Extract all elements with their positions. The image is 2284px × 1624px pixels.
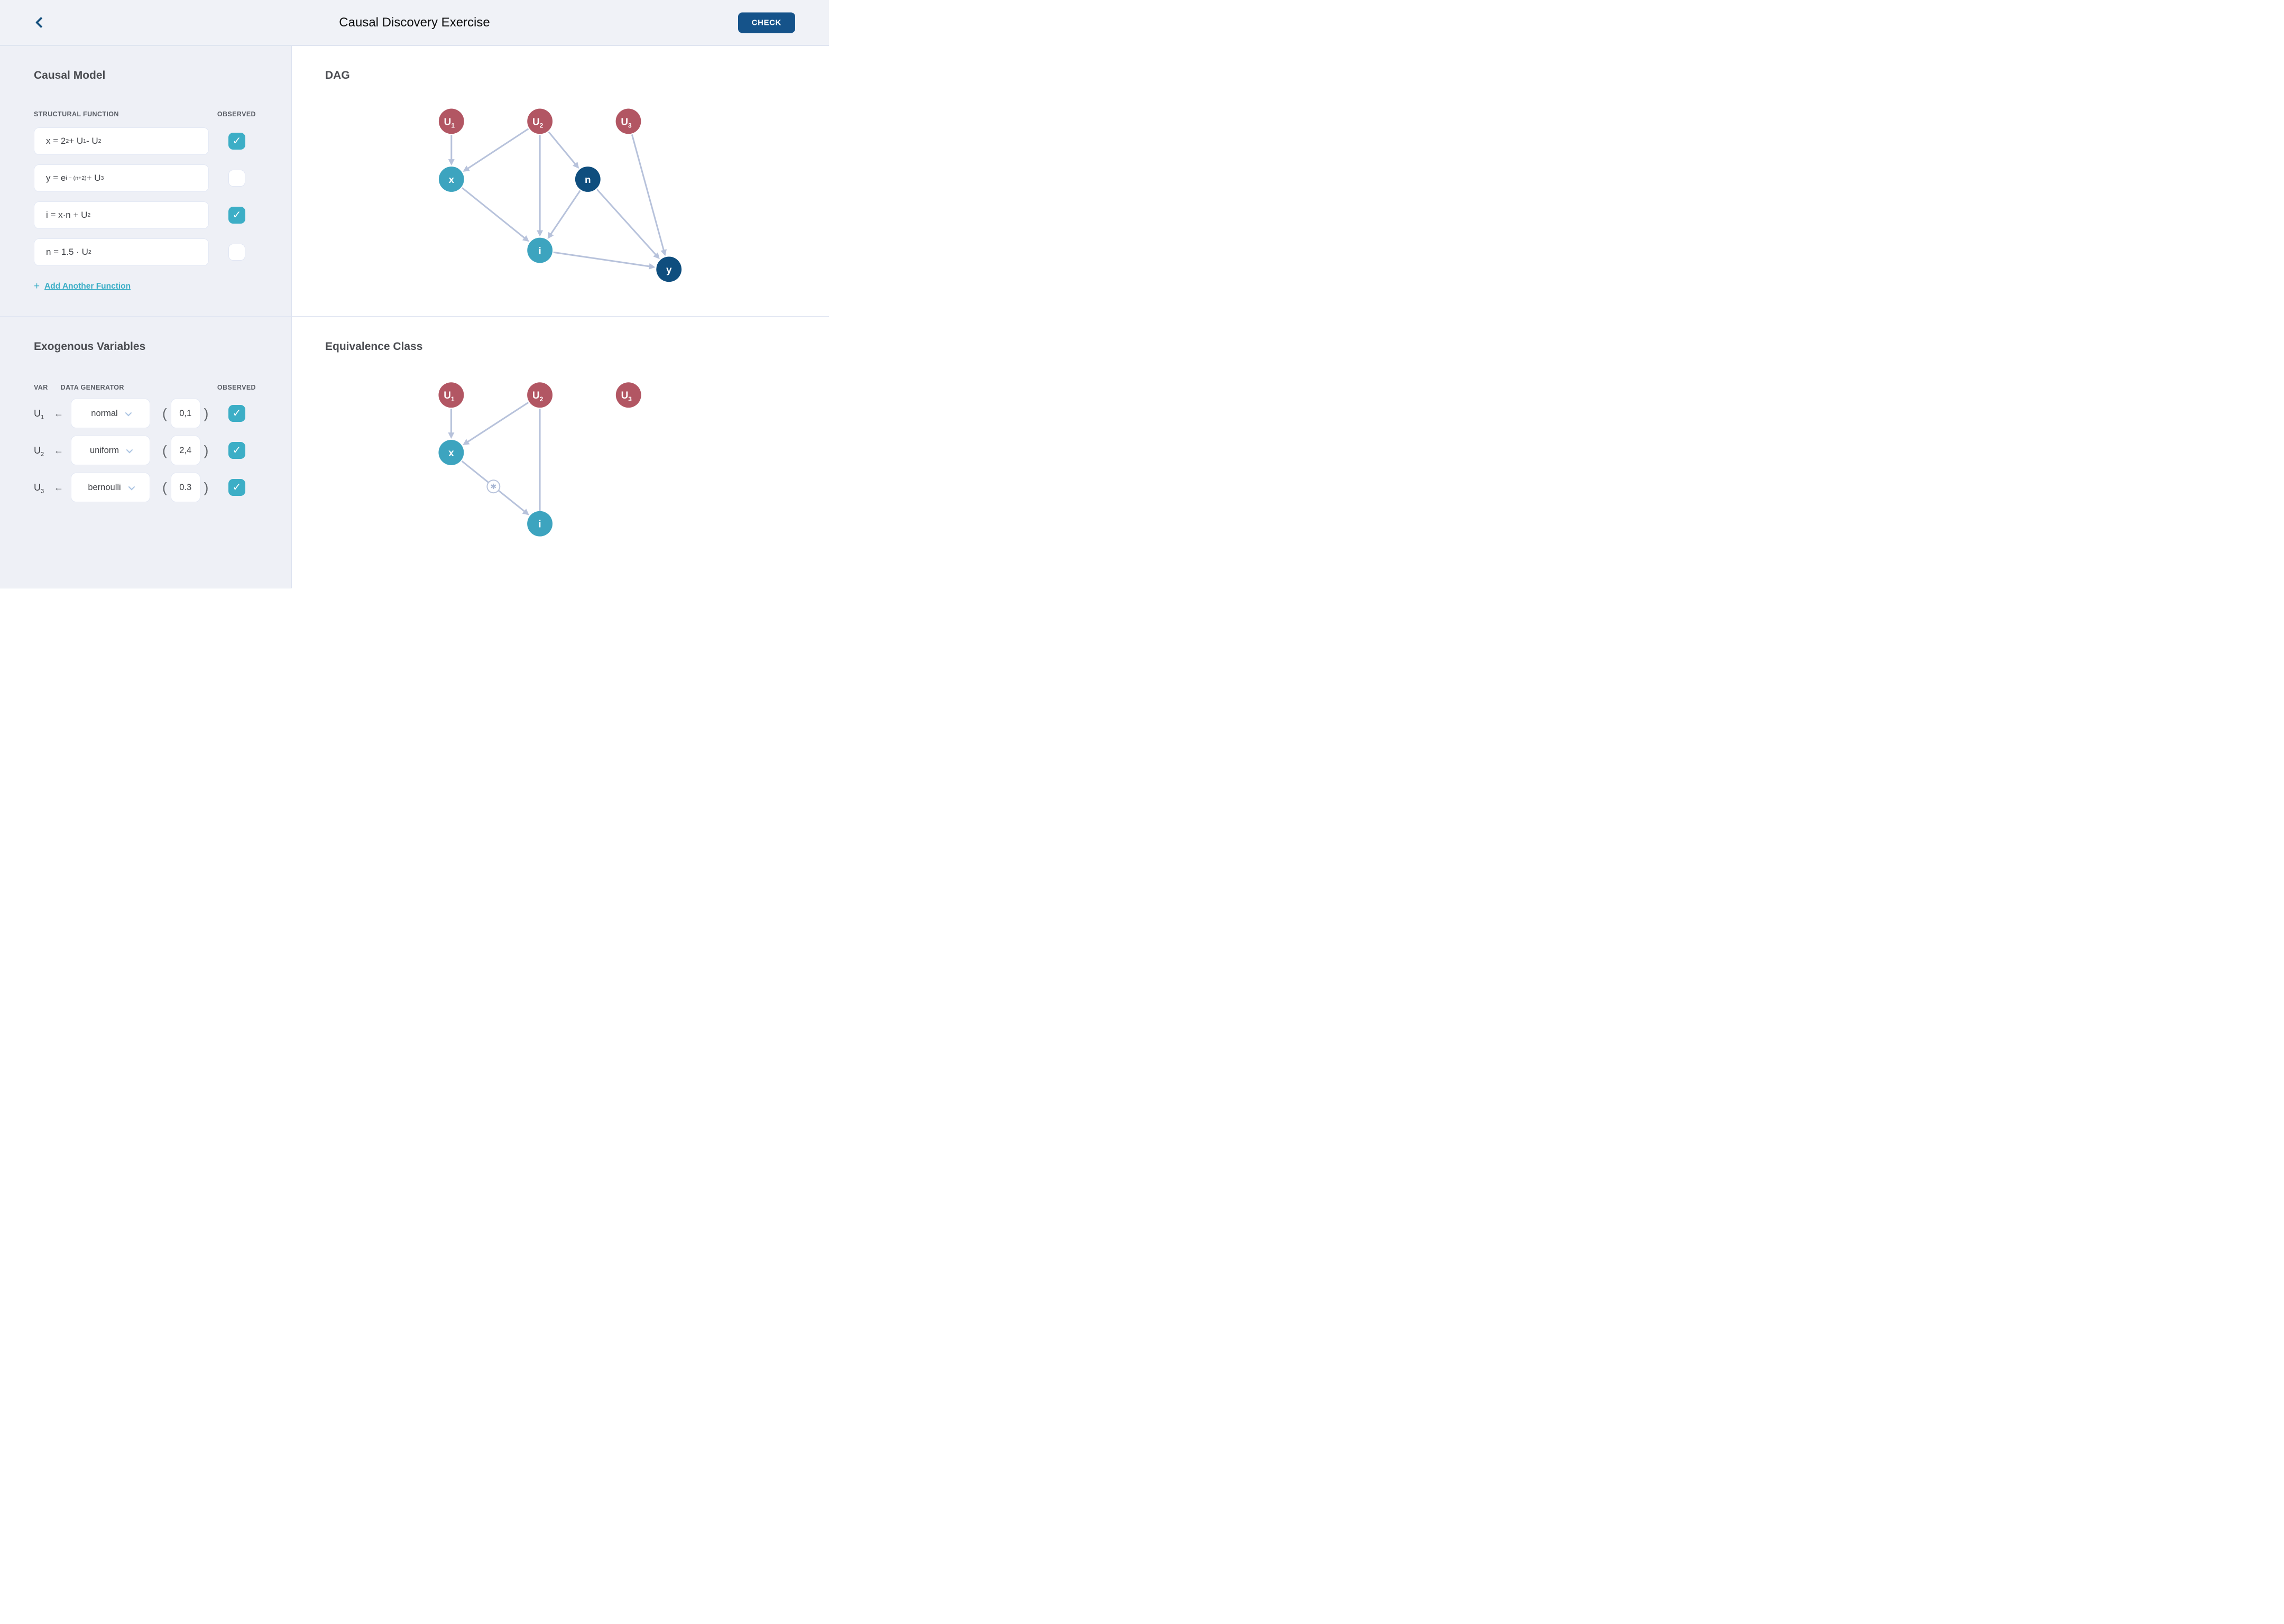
- generator-select-u2[interactable]: uniform: [71, 436, 150, 465]
- var-label-u2: U2: [34, 445, 44, 458]
- function-row: y = ei − (n+2) + U3 ✓: [34, 164, 256, 192]
- check-icon: ✓: [232, 408, 242, 419]
- add-function-link[interactable]: + Add Another Function: [34, 281, 256, 292]
- paren-open: (: [162, 405, 167, 421]
- check-icon: ✓: [232, 135, 242, 147]
- causal-model-section: Causal Model STRUCTURAL FUNCTION OBSERVE…: [0, 46, 291, 317]
- left-sidebar: Causal Model STRUCTURAL FUNCTION OBSERVE…: [0, 46, 291, 588]
- svg-text:y: y: [666, 264, 672, 275]
- assign-arrow: ←: [54, 408, 63, 419]
- observed-checkbox-u2[interactable]: ✓: [228, 442, 245, 459]
- svg-text:x: x: [448, 448, 454, 459]
- chevron-down-icon: [128, 483, 135, 490]
- params-input-u2[interactable]: 2,4: [170, 436, 200, 465]
- var-label-u3: U3: [34, 482, 44, 495]
- exogenous-column-headers: VAR DATA GENERATOR OBSERVED: [34, 384, 256, 391]
- exogenous-row-u2: U2 ← uniform ( 2,4 ) ✓: [34, 436, 256, 465]
- chevron-down-icon: [126, 446, 133, 453]
- check-icon: ✓: [232, 209, 242, 221]
- svg-text:x: x: [449, 174, 455, 186]
- causal-model-column-headers: STRUCTURAL FUNCTION OBSERVED: [34, 110, 256, 118]
- exogenous-row-u1: U1 ← normal ( 0,1 ) ✓: [34, 399, 256, 428]
- observed-checkbox-n[interactable]: ✓: [228, 244, 245, 261]
- paren-open: (: [162, 479, 167, 495]
- paren-close: ): [204, 479, 209, 495]
- plus-icon: +: [34, 281, 40, 292]
- svg-text:i: i: [538, 519, 541, 530]
- page-title: Causal Discovery Exercise: [339, 15, 490, 30]
- svg-text:✱: ✱: [490, 482, 496, 491]
- var-label-u1: U1: [34, 408, 44, 421]
- causal-model-title: Causal Model: [34, 69, 106, 81]
- generator-select-u3[interactable]: bernoulli: [71, 473, 150, 502]
- equivalence-class-title: Equivalence Class: [325, 340, 423, 353]
- assign-arrow: ←: [54, 445, 63, 456]
- causal-discovery-page: Causal Discovery Exercise CHECK Causal M…: [0, 0, 829, 588]
- add-function-label: Add Another Function: [44, 282, 131, 291]
- structural-function-column-label: STRUCTURAL FUNCTION: [34, 110, 119, 118]
- observed-checkbox-i[interactable]: ✓: [228, 207, 245, 224]
- dag-title: DAG: [325, 69, 350, 81]
- check-icon: ✓: [232, 445, 242, 456]
- check-icon: ✓: [232, 482, 242, 493]
- var-column-label: VAR: [34, 384, 48, 391]
- back-icon: [35, 16, 47, 29]
- observed-checkbox-u3[interactable]: ✓: [228, 479, 245, 496]
- paren-open: (: [162, 442, 167, 458]
- paren-close: ): [204, 442, 209, 458]
- svg-text:i: i: [539, 245, 541, 256]
- exogenous-variables-title: Exogenous Variables: [34, 340, 146, 353]
- function-row: n = 1.5 · U2 ✓: [34, 238, 256, 266]
- observed-checkbox-y[interactable]: ✓: [228, 170, 245, 187]
- svg-text:n: n: [585, 174, 591, 186]
- observed-column-label: OBSERVED: [217, 110, 256, 118]
- generator-select-u1[interactable]: normal: [71, 399, 150, 428]
- exogenous-row-u3: U3 ← bernoulli ( 0.3 ) ✓: [34, 473, 256, 502]
- top-bar: Causal Discovery Exercise CHECK: [0, 0, 829, 46]
- data-generator-column-label: DATA GENERATOR: [60, 384, 124, 391]
- observed-column-label: OBSERVED: [217, 384, 256, 391]
- paren-close: ): [204, 405, 209, 421]
- params-input-u1[interactable]: 0,1: [170, 399, 200, 428]
- check-button[interactable]: CHECK: [738, 12, 795, 33]
- back-button[interactable]: [33, 13, 52, 32]
- observed-checkbox-x[interactable]: ✓: [228, 133, 245, 150]
- params-input-u3[interactable]: 0.3: [170, 473, 200, 502]
- exogenous-variables-section: Exogenous Variables VAR DATA GENERATOR O…: [0, 317, 291, 502]
- chevron-down-icon: [125, 409, 132, 416]
- assign-arrow: ←: [54, 482, 63, 493]
- observed-checkbox-u1[interactable]: ✓: [228, 405, 245, 422]
